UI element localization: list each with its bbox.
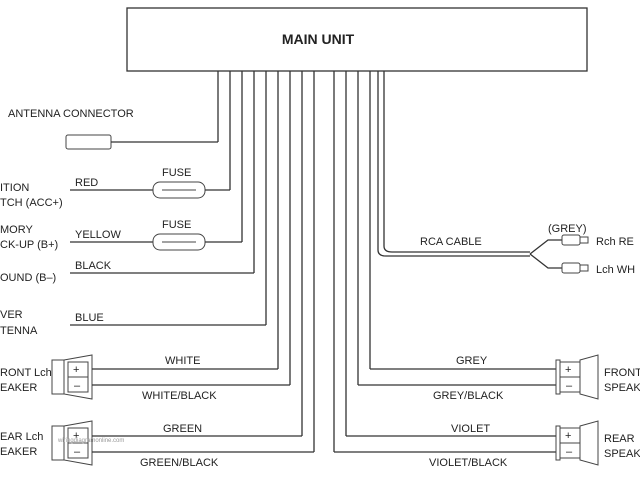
speaker-plus: + bbox=[73, 364, 79, 376]
main-unit-label: MAIN UNIT bbox=[282, 31, 355, 47]
speaker-minus: – bbox=[74, 380, 81, 392]
speaker-plus: + bbox=[73, 430, 79, 442]
main-unit: MAIN UNIT bbox=[126, 7, 588, 72]
speaker-icon bbox=[555, 354, 599, 400]
speaker-icon bbox=[555, 420, 599, 466]
ignition-wire: ITION TCH (ACC+) RED FUSE bbox=[0, 71, 231, 209]
rca-lch-label: Lch WH bbox=[596, 264, 635, 276]
memory-label-1: MORY bbox=[0, 224, 33, 236]
rca-rch-label: Rch RE bbox=[596, 236, 634, 248]
memory-wire-color: YELLOW bbox=[75, 229, 121, 241]
rear-left-plus-wire: GREEN bbox=[163, 423, 202, 435]
ground-wire-color: BLACK bbox=[75, 260, 112, 272]
ground-label: OUND (B–) bbox=[0, 272, 56, 284]
rear-right-label-1: REAR bbox=[604, 433, 635, 445]
fuse-icon bbox=[152, 233, 206, 251]
fuse-icon bbox=[152, 181, 206, 199]
front-right-plus-wire: GREY bbox=[456, 355, 488, 367]
ignition-fuse-label: FUSE bbox=[162, 167, 191, 179]
front-left-speaker: RONT Lch EAKER + – WHITE WHITE/BLACK bbox=[0, 71, 291, 402]
memory-fuse-label: FUSE bbox=[162, 219, 191, 231]
rear-left-label-2: EAKER bbox=[0, 446, 37, 458]
power-antenna-wire-color: BLUE bbox=[75, 312, 104, 324]
rear-right-speaker: VIOLET VIOLET/BLACK + – REAR SPEAK bbox=[333, 71, 640, 469]
speaker-icon bbox=[51, 354, 93, 400]
power-antenna-label-1: VER bbox=[0, 309, 23, 321]
front-right-minus-wire: GREY/BLACK bbox=[433, 390, 504, 402]
speaker-plus: + bbox=[565, 430, 571, 442]
power-antenna-wire: VER TENNA BLUE bbox=[0, 71, 267, 337]
front-left-minus-wire: WHITE/BLACK bbox=[142, 390, 217, 402]
antenna-connector: ANTENNA CONNECTOR bbox=[8, 71, 219, 150]
rca-plug-icon bbox=[561, 262, 589, 274]
front-left-plus-wire: WHITE bbox=[165, 355, 200, 367]
speaker-minus: – bbox=[566, 380, 573, 392]
memory-wire: MORY CK-UP (B+) YELLOW FUSE bbox=[0, 71, 243, 251]
speaker-plus: + bbox=[565, 364, 571, 376]
ground-wire: OUND (B–) BLACK bbox=[0, 71, 255, 284]
speaker-minus: – bbox=[74, 446, 81, 458]
rca-cable-label: RCA CABLE bbox=[420, 236, 482, 248]
rca-grey-label: (GREY) bbox=[548, 223, 587, 235]
memory-label-2: CK-UP (B+) bbox=[0, 239, 58, 251]
rear-right-label-2: SPEAK bbox=[604, 448, 640, 460]
ignition-label-2: TCH (ACC+) bbox=[0, 197, 63, 209]
rear-left-minus-wire: GREEN/BLACK bbox=[140, 457, 219, 469]
ignition-label-1: ITION bbox=[0, 182, 29, 194]
antenna-plug-icon bbox=[65, 134, 112, 150]
speaker-icon bbox=[51, 420, 93, 466]
front-right-label-2: SPEAK bbox=[604, 382, 640, 394]
rear-left-label-1: EAR Lch bbox=[0, 431, 43, 443]
rear-left-speaker: EAR Lch EAKER + – GREEN GREEN/BLACK wiri… bbox=[0, 71, 315, 469]
speaker-minus: – bbox=[566, 446, 573, 458]
antenna-connector-label: ANTENNA CONNECTOR bbox=[8, 108, 134, 120]
front-right-label-1: FRONT bbox=[604, 367, 640, 379]
front-left-label-2: EAKER bbox=[0, 382, 37, 394]
power-antenna-label-2: TENNA bbox=[0, 325, 38, 337]
front-left-label-1: RONT Lch bbox=[0, 367, 52, 379]
watermark: wiringdiagramonline.com bbox=[57, 438, 124, 444]
rca-cable: RCA CABLE (GREY) Rch RE Lch WH bbox=[377, 71, 635, 276]
front-right-speaker: GREY GREY/BLACK + – FRONT SPEAK bbox=[357, 71, 640, 402]
rear-right-minus-wire: VIOLET/BLACK bbox=[429, 457, 508, 469]
rca-plug-icon bbox=[561, 234, 589, 246]
ignition-wire-color: RED bbox=[75, 177, 98, 189]
rear-right-plus-wire: VIOLET bbox=[451, 423, 490, 435]
